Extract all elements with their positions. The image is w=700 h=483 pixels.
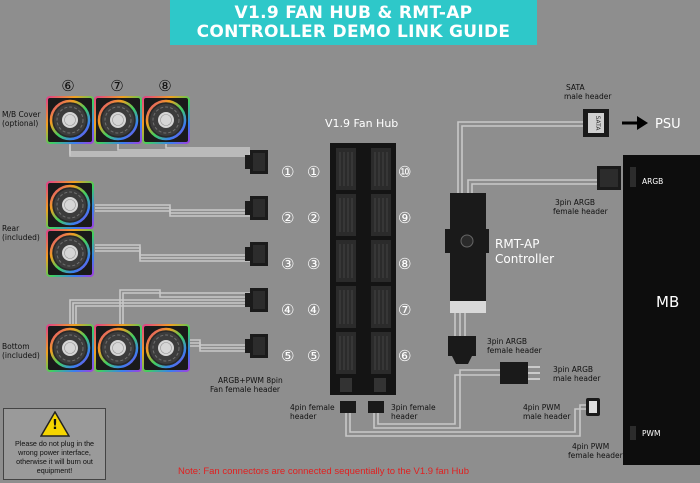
diagram-title: V1.9 FAN HUB & RMT-AP CONTROLLER DEMO LI… bbox=[170, 0, 537, 45]
fan-wires bbox=[69, 143, 251, 352]
fan-number-6: ⑥ bbox=[61, 77, 74, 95]
pwm-female-label-2: female header bbox=[568, 451, 624, 460]
hub-left-number-1: ① bbox=[307, 163, 320, 181]
hub-left-number-4: ④ bbox=[307, 301, 320, 319]
pwm-male-label-1: 4pin PWM bbox=[523, 403, 560, 412]
warning-text: Please do not plug in the wrong power in… bbox=[14, 439, 95, 475]
hub-left-number-2: ② bbox=[307, 209, 320, 227]
mb-label: MB bbox=[656, 293, 679, 311]
conn-number-5: ⑤ bbox=[281, 347, 294, 365]
controller-cables bbox=[454, 121, 597, 340]
hub-right-number-8: ⑧ bbox=[398, 255, 411, 273]
argb-female-top-label-1: 3pin ARGB bbox=[555, 198, 595, 207]
rear-fan-2 bbox=[45, 228, 95, 278]
hub-left-number-5: ⑤ bbox=[307, 347, 320, 365]
warning-icon bbox=[40, 411, 70, 437]
hub-right-number-6: ⑥ bbox=[398, 347, 411, 365]
sata-label-2: male header bbox=[564, 92, 612, 101]
fan-8 bbox=[141, 95, 191, 145]
title-line-2: CONTROLLER DEMO LINK GUIDE bbox=[196, 22, 511, 42]
fan-hub bbox=[330, 143, 396, 395]
pin4-label-1: 4pin female bbox=[290, 403, 335, 412]
hub-title: V1.9 Fan Hub bbox=[325, 117, 398, 130]
motherboard bbox=[623, 155, 700, 465]
conn-number-2: ② bbox=[281, 209, 294, 227]
fan-group-bottom bbox=[45, 323, 191, 373]
pwm-male-label-2: male header bbox=[523, 412, 571, 421]
rear-label: Rear bbox=[2, 224, 20, 233]
argb-male-label-1: 3pin ARGB bbox=[553, 365, 593, 374]
mb-cover-label: M/B Cover bbox=[2, 110, 41, 119]
fan-header-label-1: ARGB+PWM 8pin bbox=[218, 376, 283, 385]
warning-icon-glyph: ! bbox=[52, 418, 58, 433]
pwm-male-connector bbox=[586, 398, 600, 416]
rear-sublabel: (included) bbox=[2, 233, 40, 242]
argb-female-connector-ctrl bbox=[448, 336, 476, 364]
argb-female-ctrl-label-2: female header bbox=[487, 346, 543, 355]
fan-6 bbox=[45, 95, 95, 145]
hub-3pin-connector bbox=[368, 401, 384, 413]
bottom-sublabel: (included) bbox=[2, 351, 40, 360]
argb-female-ctrl-label-1: 3pin ARGB bbox=[487, 337, 527, 346]
fan-header-label-2: Fan female header bbox=[210, 385, 281, 394]
hub-bottom-cables bbox=[345, 369, 590, 437]
rear-fan-1 bbox=[45, 180, 95, 230]
hub-right-number-7: ⑦ bbox=[398, 301, 411, 319]
sata-text: SATA bbox=[594, 116, 601, 132]
fan-group-mb-cover bbox=[45, 95, 191, 145]
pin4-label-2: header bbox=[290, 412, 317, 421]
controller-name-2: Controller bbox=[495, 252, 554, 266]
fan-7 bbox=[93, 95, 143, 145]
fan-connector-3 bbox=[245, 242, 268, 266]
controller-name-1: RMT-AP bbox=[495, 237, 539, 251]
hub-right-number-10: ⑩ bbox=[398, 163, 411, 181]
pin3-label-2: header bbox=[391, 412, 418, 421]
psu-arrow-head bbox=[637, 116, 648, 130]
hub-right-number-9: ⑨ bbox=[398, 209, 411, 227]
fan-group-rear bbox=[45, 180, 95, 278]
bottom-label: Bottom bbox=[2, 342, 30, 351]
mb-pwm-label: PWM bbox=[642, 429, 660, 438]
warning-box: ! Please do not plug in the wrong power … bbox=[3, 408, 106, 480]
conn-number-3: ③ bbox=[281, 255, 294, 273]
rmt-ap-controller bbox=[445, 193, 489, 313]
hub-left-number-3: ③ bbox=[307, 255, 320, 273]
sata-connector bbox=[583, 109, 609, 137]
fan-number-7: ⑦ bbox=[110, 77, 123, 95]
argb-male-label-2: male header bbox=[553, 374, 601, 383]
argb-female-top-label-2: female header bbox=[553, 207, 609, 216]
pwm-female-label-1: 4pin PWM bbox=[572, 442, 609, 451]
pin3-label-1: 3pin female bbox=[391, 403, 436, 412]
bottom-fan-3 bbox=[141, 323, 191, 373]
mb-argb-label: ARGB bbox=[642, 177, 663, 186]
bottom-fan-1 bbox=[45, 323, 95, 373]
fan-number-8: ⑧ bbox=[158, 77, 171, 95]
psu-label: PSU bbox=[655, 117, 681, 132]
hub-4pin-connector bbox=[340, 401, 356, 413]
argb-female-connector-top bbox=[597, 166, 621, 190]
mb-cover-sublabel: (optional) bbox=[2, 119, 38, 128]
argb-male-connector bbox=[500, 362, 540, 384]
note-text: Note: Fan connectors are connected seque… bbox=[178, 466, 469, 477]
bottom-fan-2 bbox=[93, 323, 143, 373]
conn-number-4: ④ bbox=[281, 301, 294, 319]
title-line-1: V1.9 FAN HUB & RMT-AP bbox=[234, 3, 473, 23]
conn-number-1: ① bbox=[281, 163, 294, 181]
sata-label-1: SATA bbox=[566, 83, 585, 92]
fan-connector-4 bbox=[245, 288, 268, 312]
fan-connector-5 bbox=[245, 334, 268, 358]
